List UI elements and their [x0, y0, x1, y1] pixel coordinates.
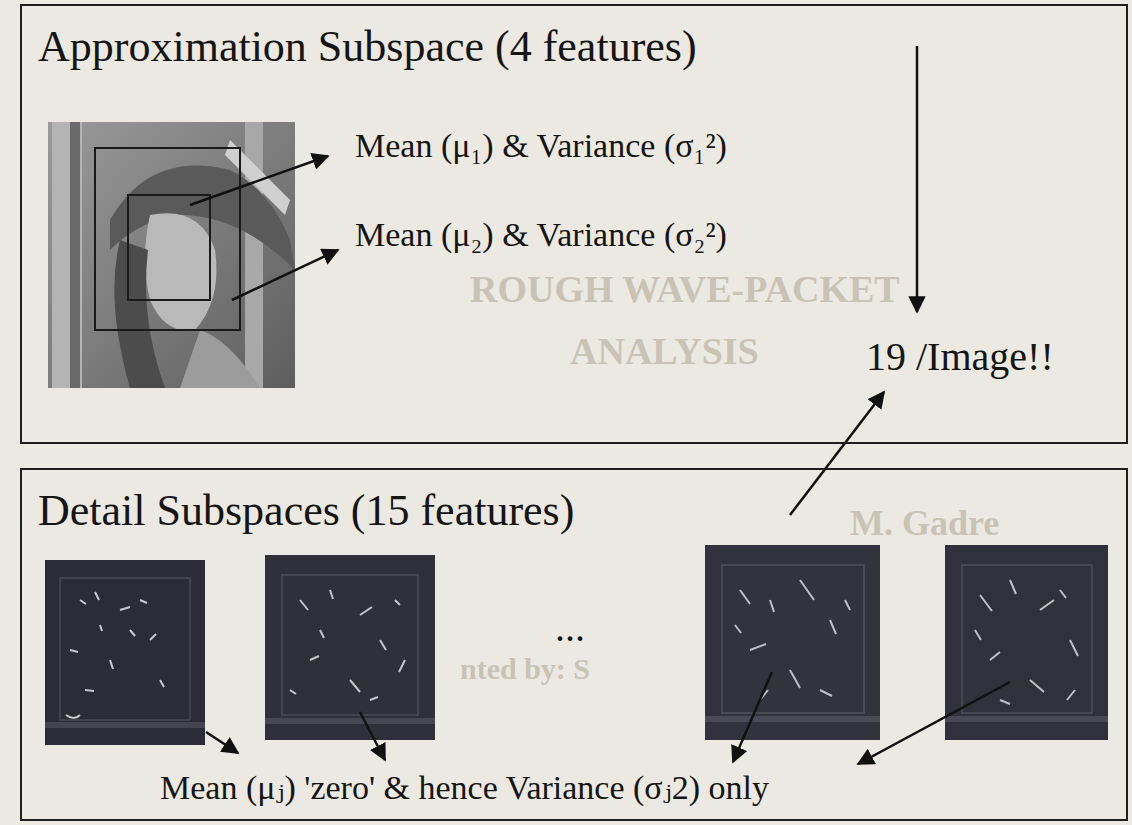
watermark-text: ROUGH WAVE-PACKET	[470, 268, 900, 312]
annotation-text: Mean (μ₁) & Variance (σ₁²)	[355, 126, 727, 165]
watermark-text: M. Gadre	[850, 503, 999, 544]
leader-arrow	[360, 712, 385, 760]
leader-arrow	[190, 156, 328, 205]
annotation-text: Mean (μ₂) & Variance (σ₂²)	[355, 215, 727, 254]
sum-arrow	[790, 392, 884, 515]
panel-heading: Approximation Subspace (4 features)	[38, 22, 697, 73]
annotation-text: 19 /Image!!	[866, 334, 1054, 380]
watermark-text: nted by: S	[460, 652, 590, 687]
panel-heading: Detail Subspaces (15 features)	[38, 486, 574, 537]
leader-arrow	[206, 732, 238, 753]
leader-arrow	[733, 672, 772, 762]
leader-arrow	[232, 250, 338, 300]
leader-arrow	[858, 682, 1010, 764]
annotation-text: ...	[555, 605, 585, 651]
watermark-text: ANALYSIS	[570, 330, 759, 374]
lena-photo	[48, 122, 295, 388]
sum-arrow	[916, 46, 919, 312]
annotation-text: Mean (μⱼ) 'zero' & hence Variance (σⱼ2) …	[160, 768, 769, 807]
